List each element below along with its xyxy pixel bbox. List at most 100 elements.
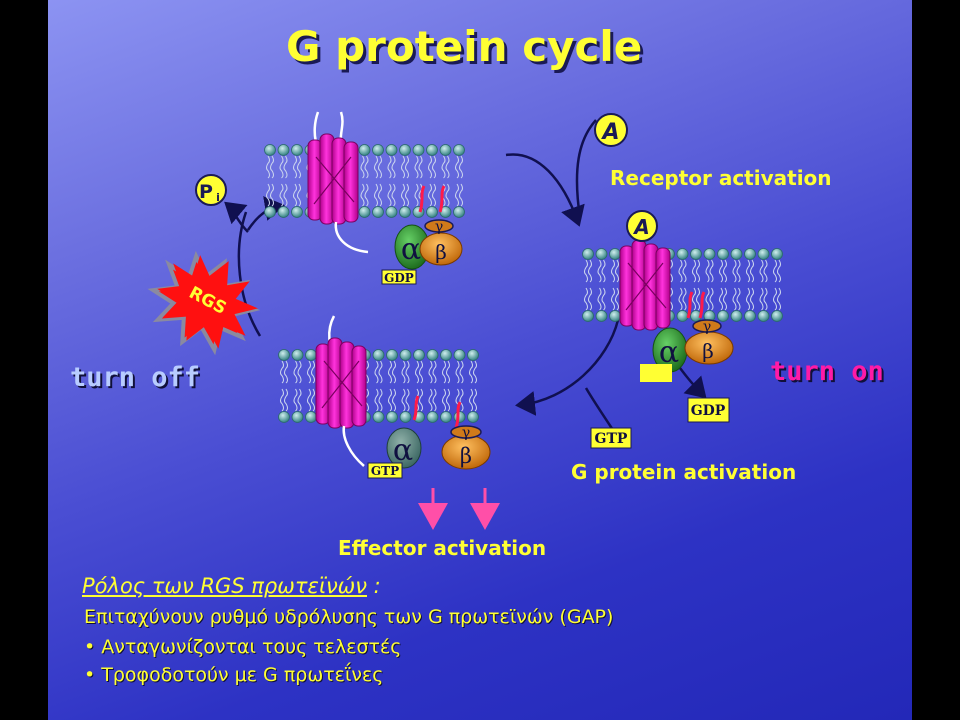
lipid-tail <box>696 287 700 311</box>
lipid-tail <box>401 360 406 384</box>
lipid-tail <box>777 259 781 283</box>
lipid-tail <box>455 183 459 207</box>
lipid-tail <box>473 388 477 412</box>
lipid-head <box>413 349 425 361</box>
lipid-tail <box>432 360 437 384</box>
lipid-head <box>690 248 702 260</box>
lipid-head <box>372 349 385 361</box>
lipid-head <box>278 349 290 361</box>
lipid-tail <box>709 287 714 311</box>
lipid-tail <box>415 360 419 384</box>
lipid-head <box>264 144 276 156</box>
lipid-tail <box>719 287 723 311</box>
lipid-tail <box>428 360 433 384</box>
lipid-tail <box>441 155 446 179</box>
g-protein-bottom: α β γ GTP <box>367 395 491 479</box>
lipid-head <box>771 248 783 260</box>
lipid-tail <box>469 388 473 412</box>
lipid-tail <box>297 183 301 207</box>
g-protein-cycle-diagram: A P i RGS GDP GTP <box>147 111 783 530</box>
lipid-head <box>744 248 756 260</box>
svg-text:P: P <box>199 181 213 203</box>
lipid-tail <box>388 388 392 412</box>
roles-heading-text: Ρόλος των RGS πρωτεϊνών <box>82 574 367 598</box>
lipid-tail <box>311 388 315 412</box>
svg-text:β: β <box>702 339 714 363</box>
lipid-tail <box>736 287 741 311</box>
lipid-tail <box>378 388 383 412</box>
lipid-head <box>467 349 479 361</box>
turn-on-label: turn on <box>770 356 884 387</box>
receptor-right <box>619 239 671 331</box>
lipid-tail <box>307 388 311 412</box>
pi-label: P <box>199 181 213 203</box>
lipid-tail <box>611 287 615 311</box>
lipid-head <box>440 411 452 423</box>
lipid-tail <box>414 155 419 179</box>
lipid-head <box>467 411 479 423</box>
g-protein-activation-label: G protein activation <box>571 460 797 484</box>
lipid-tail <box>611 259 615 283</box>
svg-text:γ: γ <box>435 219 443 235</box>
svg-text:β: β <box>435 240 447 264</box>
lipid-head <box>291 349 304 361</box>
svg-text:β: β <box>460 444 472 468</box>
lipid-head <box>412 144 425 156</box>
lipid-tail <box>307 360 311 384</box>
lipid-head <box>278 411 290 423</box>
lipid-tail <box>401 388 406 412</box>
lipid-tail <box>459 388 464 412</box>
lipid-tail <box>709 259 714 283</box>
svg-text:α: α <box>393 433 413 468</box>
lipid-tail <box>732 259 737 283</box>
lipid-tail <box>588 259 592 283</box>
lipid-tail <box>750 287 754 311</box>
svg-text:γ: γ <box>462 425 470 441</box>
lipid-tail <box>401 183 405 207</box>
lipid-head <box>426 206 438 218</box>
lipid-head <box>372 144 384 156</box>
lipid-tail <box>279 155 284 179</box>
lipid-tail <box>455 360 460 384</box>
role-item: • Ανταγωνίζονται τους τελεστές <box>84 636 402 658</box>
lipid-tail <box>280 360 284 384</box>
lipid-tail <box>284 360 288 384</box>
lipid-head <box>609 248 621 260</box>
lipid-head <box>440 349 452 361</box>
gtp-incoming: GTP <box>590 427 632 449</box>
lipid-head <box>426 411 439 423</box>
lipid-tail <box>387 155 392 179</box>
lipid-tail <box>746 287 750 311</box>
gtp-bottom-label: GTP <box>371 464 399 478</box>
lipid-tail <box>723 287 727 311</box>
gdp-released-label: GDP <box>691 403 726 419</box>
role-item: Επιταχύνουν ρυθμό υδρόλυσης των G πρωτεϊ… <box>84 606 614 628</box>
agonist-a-top: A <box>594 113 628 147</box>
effector-activation-label: Effector activation <box>338 536 547 560</box>
lipid-tail <box>392 360 396 384</box>
effector-arrows <box>418 488 500 530</box>
lipid-tail <box>601 287 606 311</box>
lipid-head <box>385 206 398 218</box>
lipid-tail <box>696 259 700 283</box>
roles-heading: Ρόλος των RGS πρωτεϊνών : <box>82 574 381 598</box>
lipid-tail <box>297 360 302 384</box>
lipid-head <box>399 144 411 156</box>
turn-off-label: turn off <box>70 362 201 393</box>
lipid-head <box>358 144 371 156</box>
lipid-tail <box>705 259 710 283</box>
lipid-head <box>305 411 317 423</box>
membrane-right <box>582 248 783 322</box>
lipid-head <box>453 144 465 156</box>
lipid-tail <box>759 287 764 311</box>
lipid-head <box>426 144 438 156</box>
lipid-tail <box>763 287 768 311</box>
lipid-head <box>305 349 317 361</box>
lipid-tail <box>293 183 297 207</box>
lipid-tail <box>459 155 463 179</box>
lipid-tail <box>473 360 477 384</box>
lipid-tail <box>293 360 298 384</box>
arrow-to-top <box>246 196 285 231</box>
lipid-tail <box>746 259 750 283</box>
lipid-head <box>757 248 770 260</box>
